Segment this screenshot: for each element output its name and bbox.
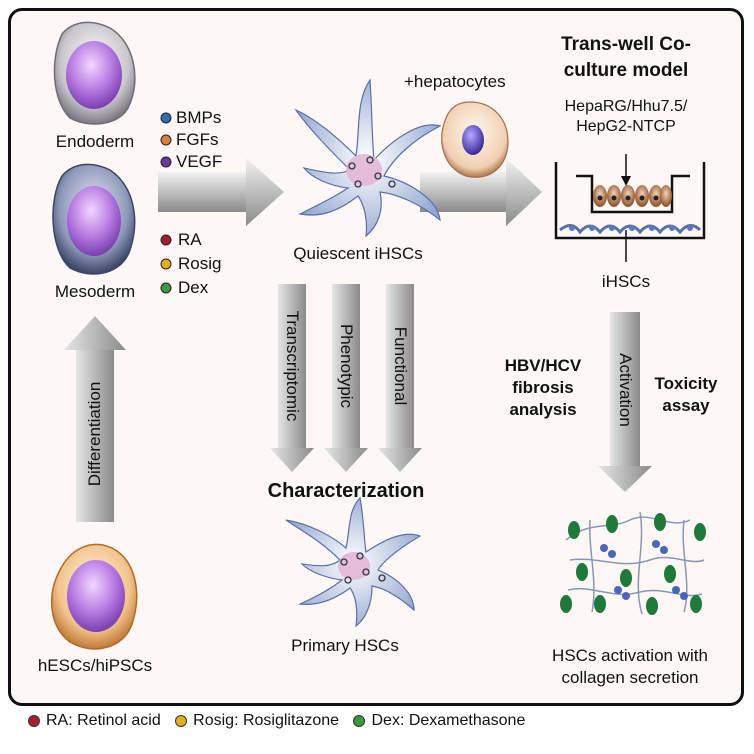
factor-bmps: BMPs	[176, 108, 222, 127]
analysis-line1: HBV/HCV	[504, 356, 582, 375]
analysis-line2: fibrosis	[512, 378, 574, 397]
characterization-label: Characterization	[267, 480, 425, 502]
fgf-dot	[160, 134, 172, 146]
hesc-cell	[50, 543, 138, 650]
primary-hsc-cell	[285, 496, 422, 628]
hepatocyte-cell	[441, 101, 509, 178]
activation-label: Activation	[616, 353, 635, 427]
rosig-dot	[160, 258, 172, 270]
legend-dex: Dex: Dexamethasone	[353, 712, 525, 729]
coculture-title-line1: Trans-well Co-	[561, 34, 691, 55]
legend-ra: RA: Retinol acid	[28, 712, 161, 729]
mesoderm-cell	[52, 163, 136, 275]
mesoderm-label: Mesoderm	[54, 282, 136, 301]
cell-lines-line1: HepaRG/Hhu7.5/	[564, 98, 688, 115]
legend: RA: Retinol acid Rosig: Rosiglitazone De…	[28, 712, 535, 730]
endoderm-cell	[53, 21, 136, 125]
activation-result-line2: collagen secretion	[561, 668, 699, 687]
ra-dot	[160, 234, 172, 246]
vegf-dot	[160, 156, 172, 168]
functional-arrow	[378, 284, 422, 472]
ihscs-label: iHSCs	[601, 272, 651, 291]
legend-rosig: Rosig: Rosiglitazone	[175, 712, 339, 729]
bmp-dot	[160, 112, 172, 124]
hepatocytes-label: +hepatocytes	[404, 72, 506, 91]
differentiation-label: Differentiation	[85, 381, 104, 487]
analysis-line3: analysis	[509, 400, 577, 419]
activation-arrow	[598, 312, 652, 492]
transcriptomic-label: Transcriptomic	[283, 310, 302, 422]
endoderm-label: Endoderm	[55, 132, 135, 151]
transcriptomic-arrow	[270, 284, 314, 472]
phenotypic-arrow	[324, 284, 368, 472]
coculture-arrow	[420, 158, 542, 226]
factor-vegf: VEGF	[176, 152, 223, 171]
toxicity-line2: assay	[662, 396, 710, 415]
coculture-title-line2: culture model	[563, 60, 689, 81]
quiescent-label: Quiescent iHSCs	[293, 244, 423, 263]
quiescent-ihsc-cell	[294, 78, 442, 238]
factor-ra: RA	[178, 230, 202, 249]
toxicity-line1: Toxicity	[654, 374, 718, 393]
differentiation-arrow	[64, 316, 126, 522]
factor-arrow	[158, 158, 284, 226]
dex-dot	[160, 282, 172, 294]
activated-hsc-network	[560, 511, 706, 615]
activation-result-line1: HSCs activation with	[552, 646, 708, 665]
functional-label: Functional	[391, 326, 410, 406]
factor-dex: Dex	[178, 278, 209, 297]
primary-hsc-label: Primary HSCs	[291, 636, 399, 655]
cell-lines-line2: HepG2-NTCP	[576, 118, 676, 135]
phenotypic-label: Phenotypic	[337, 323, 356, 409]
factor-fgfs: FGFs	[176, 130, 219, 149]
hescs-label: hESCs/hiPSCs	[37, 656, 153, 675]
transwell-model	[554, 154, 706, 262]
factor-rosig: Rosig	[178, 254, 222, 273]
